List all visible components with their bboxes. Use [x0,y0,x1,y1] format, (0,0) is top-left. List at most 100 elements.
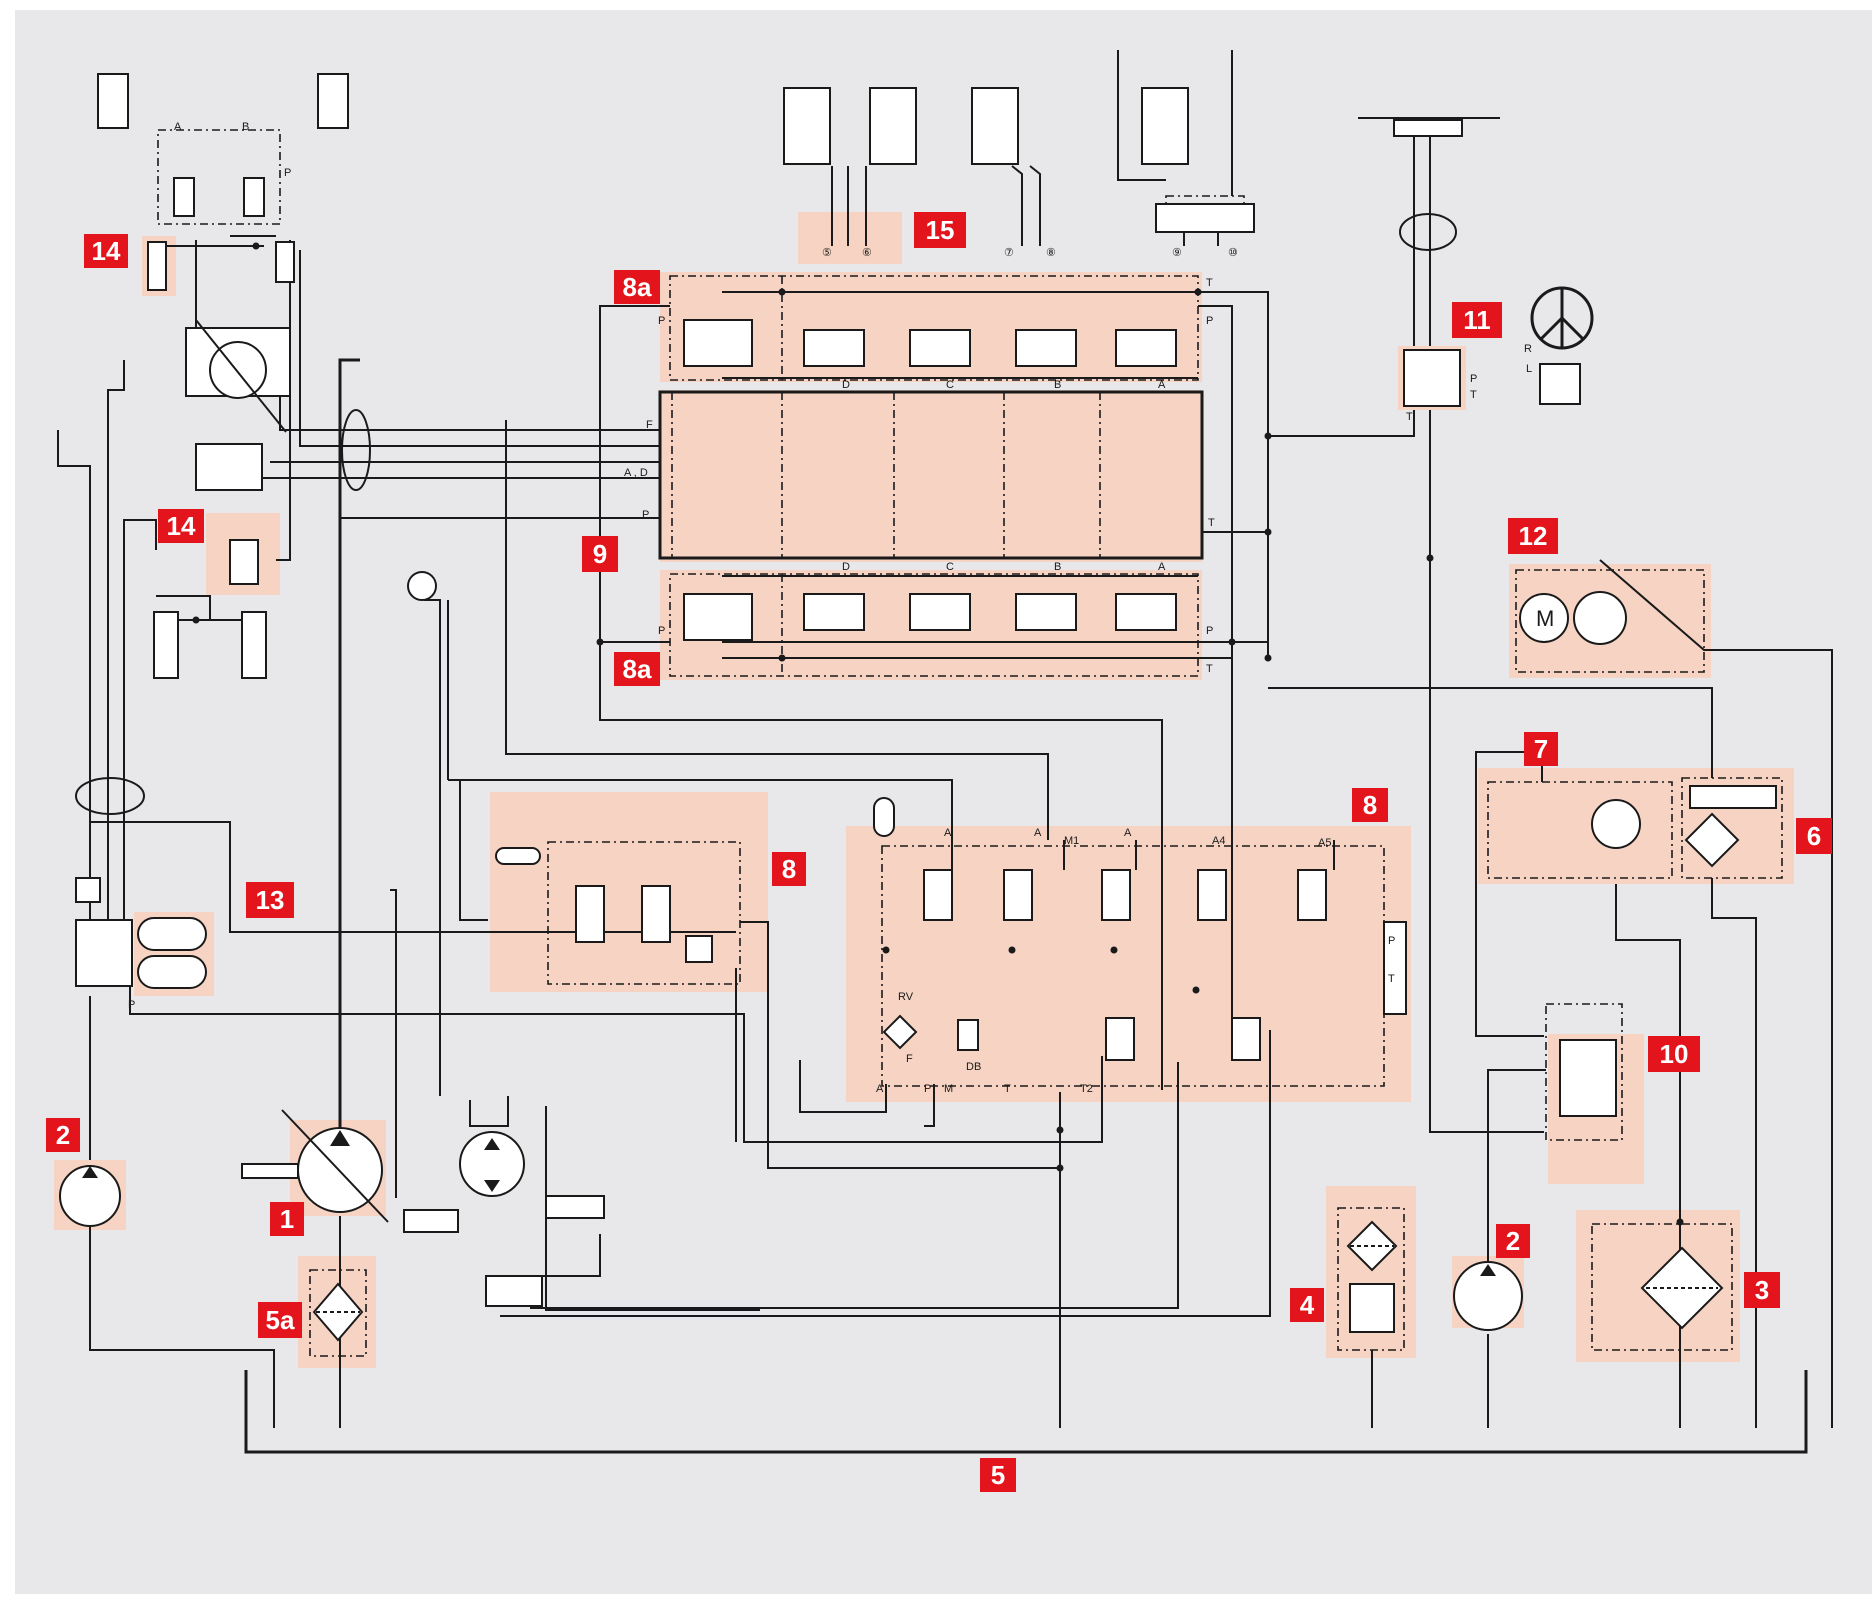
badge-9: 9 [582,536,618,572]
valve-8-sol-4 [1197,869,1227,921]
badge-box [1496,1224,1530,1258]
junction [1676,1218,1684,1226]
junction [1264,528,1272,536]
port-labels: A B P P T P D C B A F A , D P T D C B A … [128,121,1554,1095]
badge-label: 8 [782,854,796,884]
label-A4: A4 [1212,835,1225,847]
pipe-13-to-14 [123,519,157,920]
pipe-14b-link [156,595,211,620]
badge-box [1452,302,1502,338]
label-A5: A5 [1318,837,1331,849]
label-F: F [646,419,653,431]
label-P-13: P [128,999,135,1011]
label-A3: A [1124,827,1132,839]
badge-box [614,270,660,304]
junction [1228,638,1236,646]
boundary-6 [1681,777,1783,879]
label-circ-7: ⑦ [1004,247,1014,259]
label-F-filter: F [906,1053,913,1065]
filter-8-right [882,1014,918,1050]
boundary-5a [309,1269,367,1357]
filter-4-checks [1349,1283,1395,1333]
valve-8-pr-1 [1105,1017,1135,1061]
badge-label: 15 [926,215,955,245]
valve-8a-top-3 [909,329,971,367]
rotary-actuator [407,571,437,601]
badge-label: 13 [256,885,285,915]
valve-8a-top-1 [683,319,753,367]
badge-box [270,1202,304,1236]
junction [1008,946,1016,954]
filters [312,797,1740,1342]
label-P-8-right: P [1388,935,1395,947]
steering-wheel [1530,286,1594,350]
label-M1: M1 [1064,835,1079,847]
cylinder-14-bottom-1 [153,611,179,679]
label-A2: A [1034,827,1042,839]
pump-steer-triangle [484,1138,500,1150]
junction [1426,554,1434,562]
valve-8-pr-2 [1231,1017,1261,1061]
label-T2: T2 [1080,1083,1093,1095]
valve-8a-bot-4 [1015,593,1077,631]
label-A-top-left: A [174,121,182,133]
hose-bundles [75,213,1457,815]
valve-8a-top-2 [803,329,865,367]
junction [778,288,786,296]
label-B-top-left: B [242,121,249,133]
badge-7: 7 [1524,732,1558,766]
pump-2-right-triangle [1480,1264,1496,1276]
pipe-7-to-10 [1615,884,1681,1420]
cylinder-15-c [971,87,1019,165]
cylinder-14-top-small2 [275,241,295,283]
label-T-11-bot: T [1406,411,1413,423]
badge-box [1508,518,1558,554]
badge-3: 3 [1744,1272,1780,1308]
valve-14-mid [229,539,259,585]
badge-box [772,852,806,886]
badge-label: 10 [1660,1039,1689,1069]
badge-label: 5 [991,1460,1005,1490]
junction [252,242,260,250]
fan-motor-7 [1591,799,1641,849]
valve-block-9 [658,390,1204,560]
pump-1-triangle [330,1130,350,1146]
badge-box [914,212,966,248]
label-A-bot: A [1158,561,1166,573]
pump-2-right [1453,1261,1523,1331]
pump-2-left-triangle [82,1166,98,1178]
badge-label: 5a [266,1305,295,1335]
valve-8a-bot-2 [803,593,865,631]
pipe-P-top [1198,305,1233,658]
badge-15: 15 [914,212,966,248]
cylinders [97,73,1500,1233]
badge-box [582,536,618,572]
label-A1: A [944,827,952,839]
pipe-T-top [1198,291,1269,658]
valve-block-9-outline [658,390,1204,560]
pump-1-variable-arrow [281,1109,389,1223]
junction [1192,986,1200,994]
gear-upper-left-arrow [195,319,287,433]
badge-5a: 5a [258,1302,302,1338]
boundary-top-left-valves [157,129,281,225]
valve-symbols [75,177,1777,1307]
label-circ-5: ⑤ [822,247,832,259]
badge-box [246,882,294,918]
pipe-box-lower2 [500,1030,1271,1317]
junction [192,616,200,624]
boundary-8a-top [669,275,1199,381]
badge-label: 2 [56,1120,70,1150]
pipe-8-A [799,1060,887,1113]
badge-12: 12 [1508,518,1558,554]
badges: 14 14 15 8a 8a 9 11 12 [46,212,1832,1492]
badge-13: 13 [246,882,294,918]
cylinder-steer-1 [403,1209,459,1233]
badge-box [46,1118,80,1152]
piping [57,50,1833,1454]
label-B-top: B [1054,379,1061,391]
badge-box [258,1302,302,1338]
badge-10: 10 [1648,1036,1700,1072]
badge-label: 8a [623,272,652,302]
pipe-9-down [505,420,1049,840]
